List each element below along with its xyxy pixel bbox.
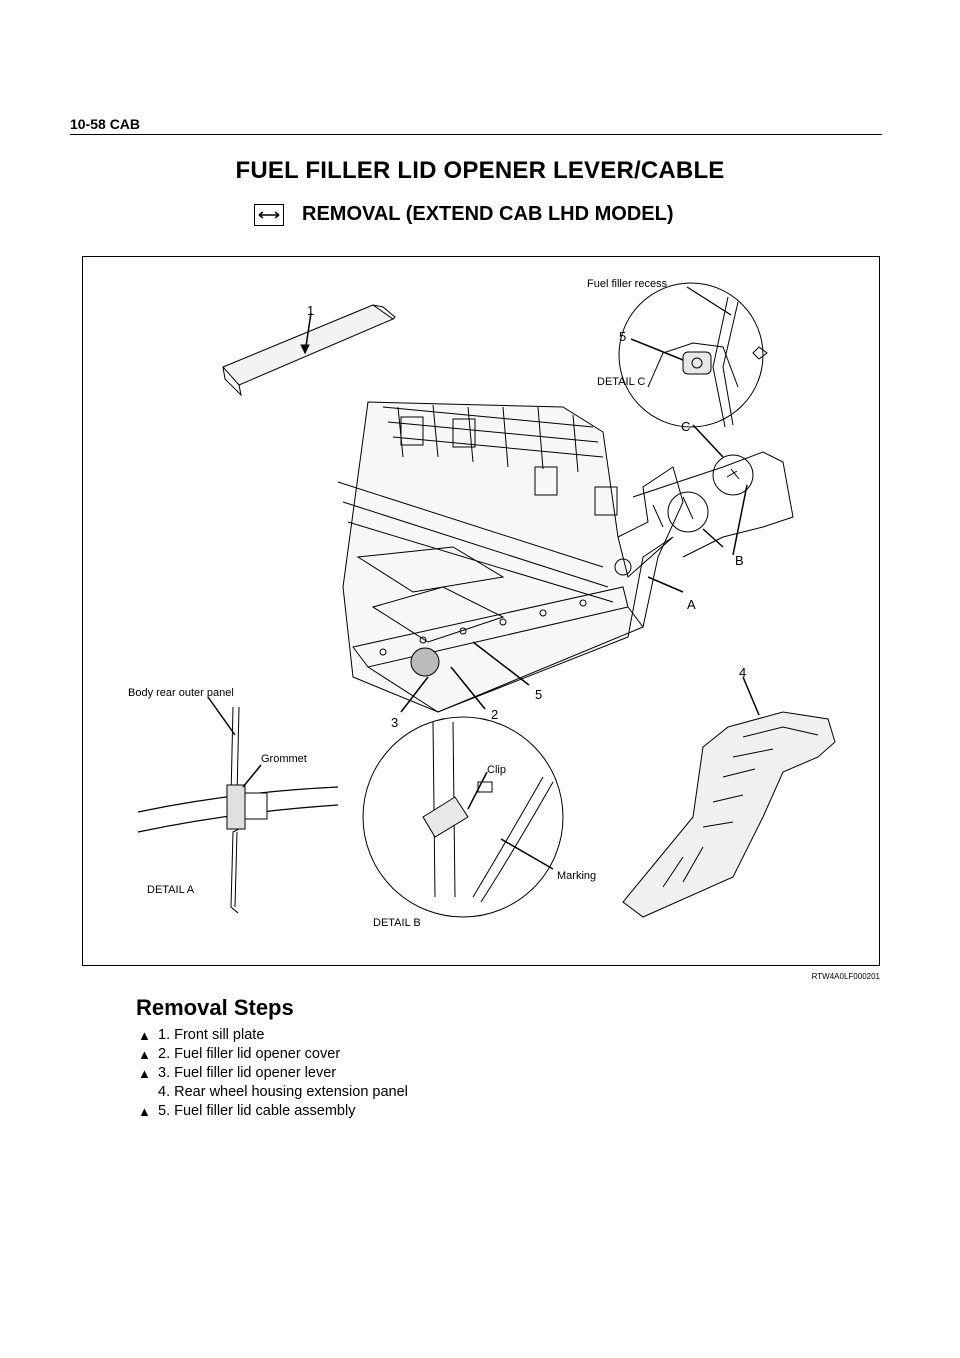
label-b: B [735,553,744,568]
label-grommet: Grommet [261,753,307,765]
label-detail-c: DETAIL C [597,376,645,388]
subtitle-row: REMOVAL (EXTEND CAB LHD MODEL) [254,203,673,226]
list-item: ▲ 3. Fuel filler lid opener lever [138,1064,408,1083]
list-item: ▲ 2. Fuel filler lid opener cover [138,1045,408,1064]
label-clip: Clip [487,764,506,776]
label-part-4: 4 [739,665,746,680]
triangle-icon: ▲ [138,1104,151,1119]
removal-arrows-icon [254,203,284,226]
list-item: 4. Rear wheel housing extension panel [138,1083,408,1102]
triangle-icon: ▲ [138,1028,151,1043]
removal-steps-heading: Removal Steps [136,995,294,1020]
list-item: ▲ 1. Front sill plate [138,1026,408,1045]
label-fuel-filler-recess: Fuel filler recess [587,278,668,290]
triangle-icon: ▲ [138,1047,151,1062]
header-rule [70,134,882,135]
step-text: 1. Front sill plate [158,1027,265,1043]
removal-steps-list: ▲ 1. Front sill plate ▲ 2. Fuel filler l… [138,1026,408,1121]
label-part-1: 1 [307,303,314,318]
triangle-icon: ▲ [138,1066,151,1081]
figure-drawing: Fuel filler recess 5 DETAIL C C B A 1 4 … [128,278,836,929]
label-part-3: 3 [391,715,398,730]
figure-code: RTW4A0LF000201 [811,972,880,981]
section-header: 10-58 CAB [70,116,141,132]
label-a: A [687,597,696,612]
step-text: 3. Fuel filler lid opener lever [158,1065,337,1081]
label-part-2: 2 [491,707,498,722]
label-detail-b: DETAIL B [373,917,421,929]
label-part-5: 5 [535,687,542,702]
label-body-rear-outer-panel: Body rear outer panel [128,687,234,699]
page-title: FUEL FILLER LID OPENER LEVER/CABLE [235,157,725,184]
label-part-5-detail-c: 5 [619,329,626,344]
label-detail-a: DETAIL A [147,884,195,896]
exploded-view-figure: Fuel filler recess 5 DETAIL C C B A 1 4 … [82,256,880,966]
page-subtitle: REMOVAL (EXTEND CAB LHD MODEL) [302,203,674,225]
step-text: 4. Rear wheel housing extension panel [158,1084,408,1100]
label-c: C [681,419,690,434]
step-text: 2. Fuel filler lid opener cover [158,1046,341,1062]
label-marking: Marking [557,870,596,882]
step-text: 5. Fuel filler lid cable assembly [158,1103,356,1119]
list-item: ▲ 5. Fuel filler lid cable assembly [138,1102,408,1121]
